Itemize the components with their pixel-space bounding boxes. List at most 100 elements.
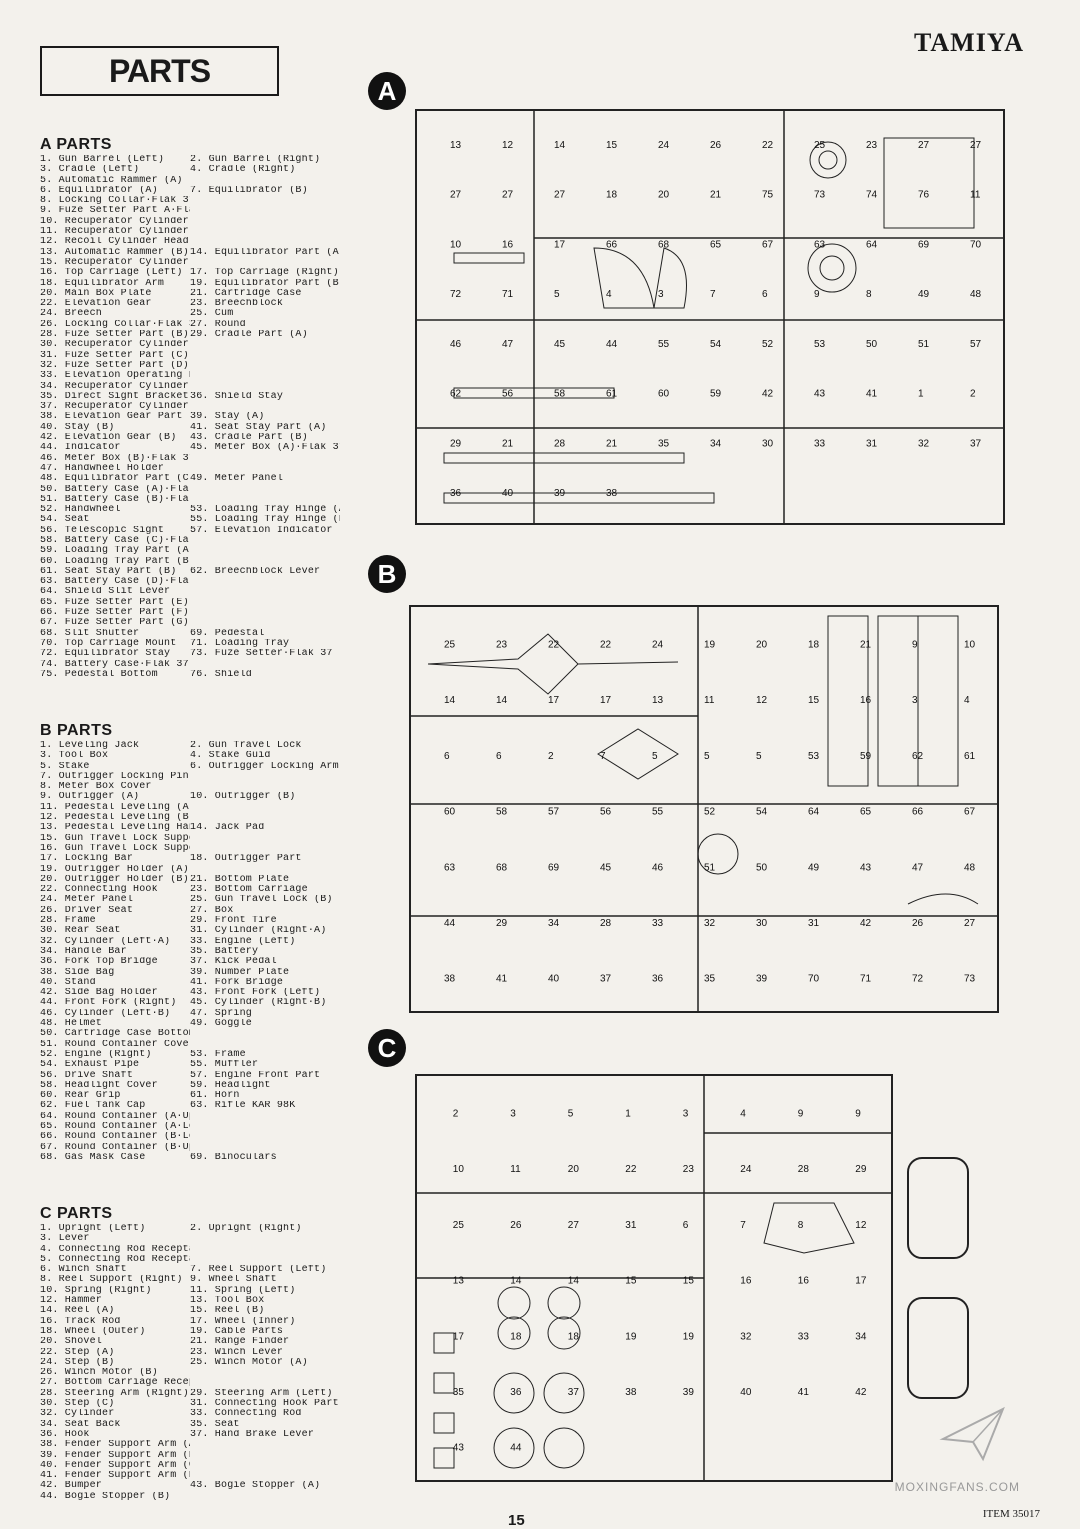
sprue-part-number: 42 [860,918,872,929]
sprue-part-number: 3 [683,1108,689,1119]
parts-list-row: 10. Spring (Right)11. Spring (Left) [40,1286,340,1296]
part-entry [190,813,340,823]
part-entry: 47. Spring [190,1008,253,1019]
section-heading-b: B PARTS [40,722,113,739]
part-entry [190,1368,340,1378]
part-entry: 64. Round Container (A·Upper) [40,1111,190,1122]
part-entry: 36. Fork Top Bridge [40,957,158,968]
part-entry: 49. Meter Panel [190,474,284,485]
part-entry: 53. Loading Tray Hinge (A) [190,505,340,516]
parts-list-row: 63. Battery Case (D)·Flak 36 [40,577,340,587]
paper-plane-icon [939,1406,1005,1462]
part-entry: 63. Battery Case (D)·Flak 36 [40,577,190,588]
part-entry: 44. Front Fork (Right) [40,998,177,1009]
part-entry [190,772,340,782]
sprue-part-number: 64 [866,239,878,250]
parts-list-row: 52. Engine (Right)53. Frame [40,1050,340,1060]
parts-list-row: 11. Pedestal Leveling (A) [40,803,340,813]
sprue-part-number: 3 [912,695,918,706]
part-entry: 39. Number Plate [190,967,290,978]
part-entry: 41. Fork Bridge [190,977,284,988]
sprue-part-number: 13 [453,1276,465,1287]
sprue-part-number: 43 [814,389,826,400]
part-entry: 18. Wheel (Outer) [40,1326,146,1337]
part-entry: 61. Seat Stay Part (B) [40,566,177,577]
part-entry: 50. Cartridge Case Bottom [40,1029,190,1040]
parts-list-row: 11. Recuperator Cylinder (Right) [40,227,340,237]
part-entry [190,1143,340,1153]
part-entry: 15. Reel (B) [190,1306,265,1317]
part-entry: 21. Range Finder [190,1337,290,1348]
sprue-part-number: 59 [710,389,722,400]
sprue-part-number: 27 [450,190,462,201]
parts-list-row: 15. Gun Travel Lock Support (Left) [40,834,340,844]
sprue-part-number: 67 [762,239,774,250]
sprue-part-number: 38 [444,974,456,985]
parts-list-row: 30. Step (C)31. Connecting Hook Part [40,1399,340,1409]
sprue-part-number: 58 [554,389,566,400]
sprue-part-number: 24 [658,140,670,151]
part-entry: 66. Fuze Setter Part (F) [40,608,189,619]
part-entry: 16. Track Rod [40,1316,121,1327]
sprue-part-number: 26 [710,140,722,151]
sprue-part-number: 17 [548,695,560,706]
part-entry: 52. Engine (Right) [40,1049,152,1060]
sprue-badge-a: A [368,72,406,110]
sprue-part-number: 55 [652,807,664,818]
sprue-part-number: 8 [798,1220,804,1231]
sprue-part-number: 43 [860,862,872,873]
sprue-part-number: 70 [970,239,982,250]
part-entry: 46. Meter Box (B)·Flak 37 [40,453,190,464]
part-entry: 71. Loading Tray [190,638,290,649]
sprue-part-number: 5 [704,751,710,762]
parts-list-row: 48. Equilibrator Part (C)49. Meter Panel [40,474,340,484]
sprue-part-number: 50 [756,862,768,873]
part-entry: 66. Round Container (B·Lower) [40,1132,190,1143]
sprue-part-number: 28 [554,438,566,449]
parts-list-row: 28. Fuze Setter Part (B)29. Cradle Part … [40,330,340,340]
sprue-part-number: 63 [444,862,456,873]
parts-list-row: 66. Round Container (B·Lower) [40,1132,340,1142]
part-entry: 56. Drive Shaft [40,1070,134,1081]
part-entry: 67. Fuze Setter Part (G) [40,618,189,629]
parts-list-row: 7. Outrigger Locking Pin [40,772,340,782]
parts-list-row: 8. Meter Box Cover [40,782,340,792]
part-entry: 7. Outrigger Locking Pin [40,771,189,782]
sprue-part-number: 33 [814,438,826,449]
sprue-part-number: 29 [496,918,508,929]
sprue-part-number: 6 [762,289,768,300]
part-entry: 29. Front Tire [190,916,277,927]
wheel-assembly-illustration [900,1148,980,1428]
sprue-part-number: 8 [866,289,872,300]
sprue-part-number: 16 [798,1276,810,1287]
parts-list-row: 40. Fender Support Arm (C) [40,1461,340,1471]
parts-list-row: 4. Connecting Rod Receptacle (Left) [40,1245,340,1255]
sprue-part-number: 17 [453,1331,465,1342]
sprue-part-number: 66 [606,239,618,250]
sprue-part-number: 35 [704,974,716,985]
part-entry: 20. Main Box Plate [40,288,152,299]
part-entry: 1. Upright (Left) [40,1224,146,1234]
part-entry: 69. Binoculars [190,1152,277,1163]
sprue-part-number: 38 [606,488,618,499]
sprue-part-number: 5 [568,1108,574,1119]
parts-list-row: 44. Front Fork (Right)45. Cylinder (Righ… [40,998,340,1008]
part-entry: 29. Steering Arm (Left) [190,1388,333,1399]
parts-list-row: 74. Battery Case·Flak 37 [40,660,340,670]
part-entry: 10. Recuperator Cylinder (Left) [40,216,190,227]
part-entry [190,803,340,813]
part-entry: 30. Recuperator Cylinder Head [40,340,190,351]
part-entry: 2. Gun Barrel (Right) [190,155,321,165]
part-entry [190,464,340,474]
part-entry: 29. Cradle Part (A) [190,330,308,341]
part-entry: 52. Handwheel [40,505,121,516]
part-entry: 60. Rear Grip [40,1091,121,1102]
